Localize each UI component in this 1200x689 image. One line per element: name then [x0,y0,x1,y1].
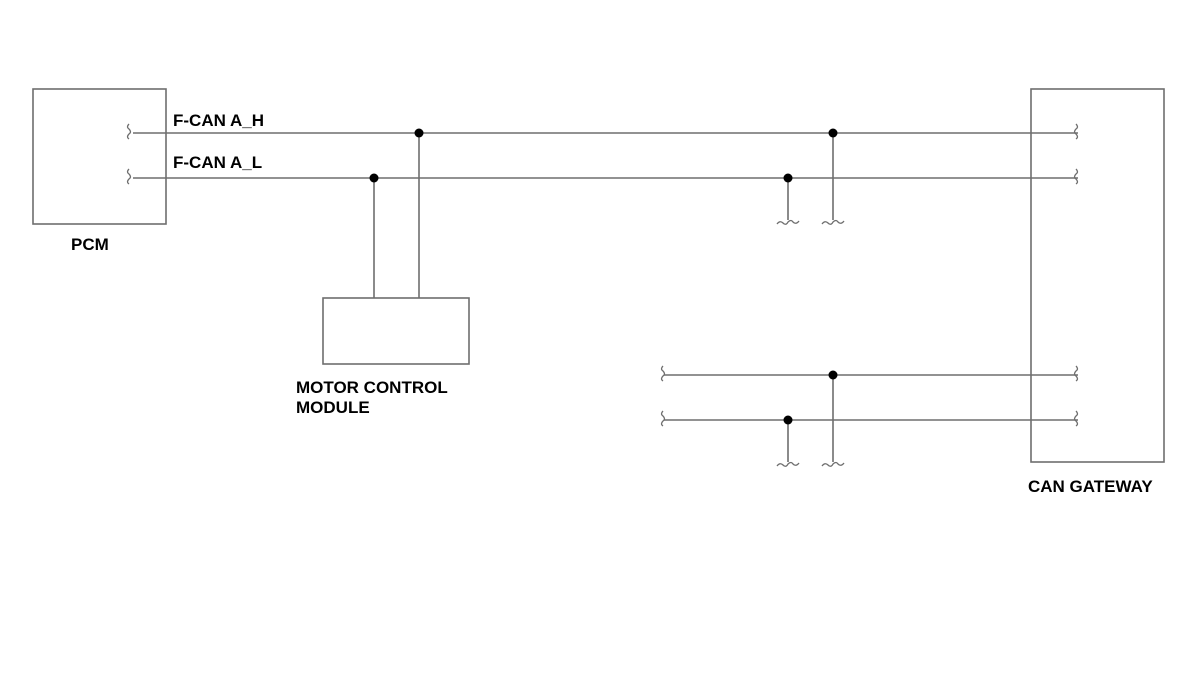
wire-break-symbol [660,410,666,427]
f-can-a-l-label: F-CAN A_L [173,153,262,172]
pcm-label: PCM [71,235,109,254]
wire-break-symbol [126,168,132,185]
junction-dot [369,173,379,183]
junction-dot [414,128,424,138]
wire-break-symbol [821,219,845,225]
wire-break-symbol [776,219,800,225]
junction-dot [783,173,793,183]
wire-break-symbol [660,365,666,382]
wire-break-symbol [821,461,845,467]
wire-break-symbol [1073,365,1079,382]
wire-break-symbol [1073,410,1079,427]
f-can-a-h-label: F-CAN A_H [173,111,264,130]
can-gateway-module-box [1030,88,1165,463]
wire-break-symbol [776,461,800,467]
junction-dot [783,415,793,425]
can-gateway-label: CAN GATEWAY [1028,477,1153,496]
motor-control-module-label-line2: MODULE [296,398,370,417]
junction-dot [828,370,838,380]
motor-control-module-box [322,297,470,365]
pcm-module-box [32,88,167,225]
motor-control-module-label-line1: MOTOR CONTROL [296,378,448,397]
wire-break-symbol [1073,168,1079,185]
wire-break-symbol [126,123,132,140]
junction-dot [828,128,838,138]
wire-break-symbol [1073,123,1079,140]
